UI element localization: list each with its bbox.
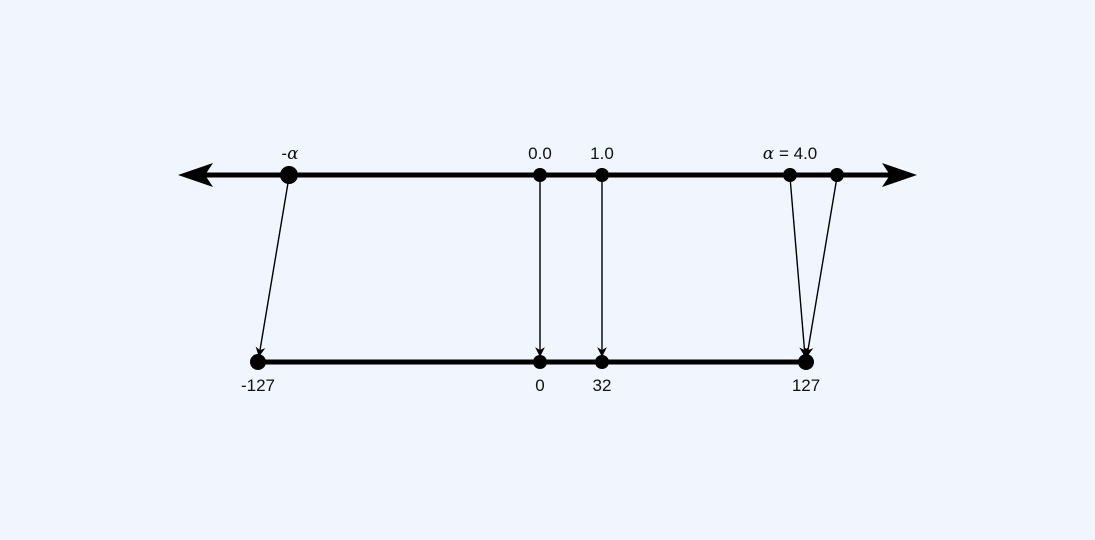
point-max-int <box>798 354 814 370</box>
point-neg-alpha <box>280 166 298 184</box>
label-neg-alpha: -α <box>281 144 299 164</box>
mapping-arrow-alpha <box>789 176 810 357</box>
point-min-int <box>250 354 266 370</box>
point-one-int <box>595 355 609 369</box>
point-beyond-alpha <box>830 168 844 182</box>
label-alpha: α = 4.0 <box>763 144 818 164</box>
axis-left-arrowhead <box>178 163 213 187</box>
label-min-int: -127 <box>241 376 275 395</box>
point-zero <box>533 168 547 182</box>
label-zero-real: 0.0 <box>528 144 552 163</box>
label-zero-int: 0 <box>535 376 544 395</box>
mapping-arrow-clipped <box>803 176 838 357</box>
axis-right-arrowhead <box>882 163 917 187</box>
label-one-int: 32 <box>593 376 612 395</box>
mapping-arrow-neg-alpha <box>255 176 290 357</box>
point-zero-int <box>533 355 547 369</box>
point-one <box>595 168 609 182</box>
point-alpha <box>783 168 797 182</box>
label-one-real: 1.0 <box>590 144 614 163</box>
label-max-int: 127 <box>792 376 820 395</box>
